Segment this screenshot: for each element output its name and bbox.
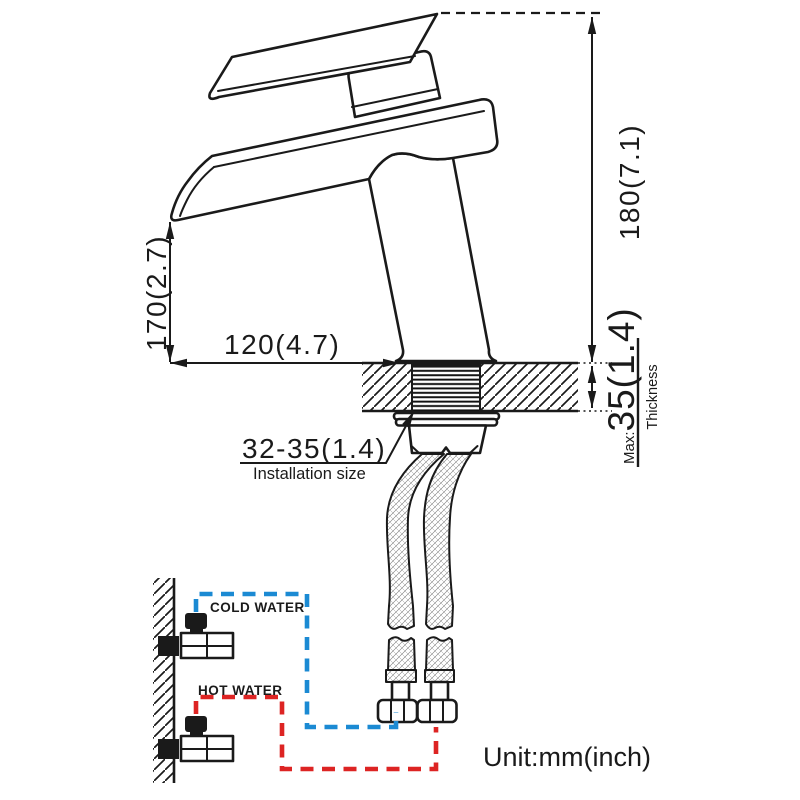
countertop (362, 361, 612, 413)
dimension-lines (165, 11, 640, 467)
unit-note: Unit:mm(inch) (483, 742, 651, 772)
cold-valve-mount (158, 636, 179, 656)
hose-right-nut (416, 698, 458, 724)
hose-left-ferrule (385, 669, 417, 683)
countertop-right-section (480, 363, 578, 411)
handle-lever-edge-line (217, 55, 416, 92)
installation-leader-line (240, 410, 415, 464)
deck-thickness-caption: Thickness (645, 364, 661, 429)
deck-thickness-label: Max:35(1.4) (601, 307, 642, 464)
hose-left-lower (387, 636, 416, 671)
faucet-spout-plate (169, 98, 499, 222)
hose-left-nut (376, 698, 419, 724)
locknut (407, 424, 488, 455)
locknut-chamfer-right (469, 445, 479, 454)
wall-hatch (153, 578, 174, 783)
hot-valve-stem (190, 731, 203, 737)
handle-base-line (351, 88, 439, 108)
installation-range-label: 32-35(1.4) (242, 433, 386, 464)
cold-water-pipe-route (193, 591, 399, 730)
cold-water-label: COLD WATER (210, 600, 305, 615)
dim-spout-height-label: 170(2.7) (141, 235, 172, 351)
deck-thickness-prefix: Max: (621, 431, 638, 464)
countertop-left-section (362, 363, 412, 411)
hot-valve-mount (158, 739, 179, 759)
spout-plate-face-line (213, 110, 485, 168)
dim-reach-label: 120(4.7) (224, 329, 340, 360)
hose-right-lower (425, 636, 454, 671)
hot-valve (158, 716, 235, 763)
dim-total-height-label: 180(7.1) (614, 124, 645, 240)
faucet-body-column (367, 152, 498, 363)
mounting-hardware (392, 361, 501, 455)
hose-right-ferrule (424, 669, 455, 683)
installation-caption: Installation size (253, 465, 366, 483)
threaded-shank (411, 361, 481, 413)
labels: 120(4.7) 180(7.1) 170(2.7) 32-35(1.4) In… (141, 124, 661, 772)
spout-tip-face-line (179, 166, 215, 217)
faucet-handle-lever (208, 12, 439, 101)
cold-valve-stem (190, 628, 203, 634)
cold-valve (158, 613, 235, 660)
hose-right-upper (422, 453, 472, 630)
faucet (169, 12, 499, 363)
hose-right-stem (429, 680, 450, 702)
hose-left-upper (385, 453, 445, 630)
supply-hoses (376, 453, 472, 724)
hot-water-pipe-route (193, 694, 439, 772)
hose-left-stem (390, 680, 411, 702)
cold-valve-handle (185, 613, 207, 629)
locknut-chamfer-left (410, 445, 420, 454)
shank-top-band (412, 362, 480, 368)
hot-water-label: HOT WATER (198, 683, 283, 698)
deck-thickness-value: 35(1.4) (601, 307, 642, 431)
hot-valve-handle (185, 716, 207, 732)
